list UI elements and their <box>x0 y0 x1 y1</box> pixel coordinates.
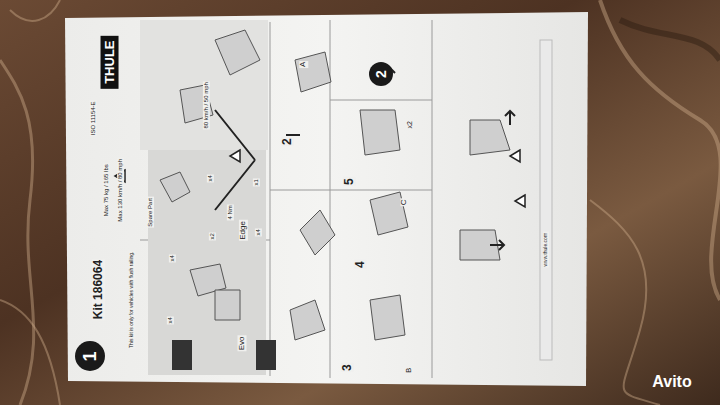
sheet-text: Edge <box>239 220 248 241</box>
step-number: 2 <box>373 70 389 78</box>
sheet-text: ISO 11154-E <box>90 100 97 136</box>
sheet-text: x4 <box>169 254 176 262</box>
foot-illustrations <box>160 30 510 340</box>
sheet-text: x2 <box>209 232 216 240</box>
sheet-text: 80 km/h / 50 mph <box>203 81 210 129</box>
sheet-text: 2 <box>280 138 293 147</box>
sheet-text: Spare Part <box>147 197 154 228</box>
sheet-text: Evo <box>238 335 247 351</box>
sheet-text: 4 <box>353 261 366 270</box>
sheet-text: x4 <box>167 316 174 324</box>
panel-dividers <box>140 20 432 378</box>
sheet-text: www.thule.com <box>543 232 549 268</box>
footer-strip <box>540 40 552 360</box>
sheet-text: C <box>401 198 410 206</box>
step-number-circle: 1 <box>75 341 105 371</box>
watermark: Avito <box>651 373 692 391</box>
sheet-text: THULE <box>101 35 119 88</box>
parts-panel <box>140 20 276 375</box>
sheet-text: B <box>406 366 415 373</box>
sheet-text: A <box>300 60 309 67</box>
sheet-text: 4 Nm <box>227 204 234 220</box>
sheet-text: x4 <box>207 174 214 182</box>
sheet-text: x4 <box>255 228 262 236</box>
warning-triangles <box>115 150 525 207</box>
sheet-text: Max 130 km/h / 80 mph <box>117 158 124 223</box>
direction-arrows <box>215 68 515 250</box>
step-number-circle: 2 <box>369 62 393 86</box>
sheet-text: This kit is only for vehicles with flush… <box>129 251 135 349</box>
sheet-text: x2 <box>406 120 414 129</box>
sheet-text: Kit 186064 <box>92 259 105 320</box>
sheet-text: 3 <box>340 364 353 373</box>
sheet-text: x1 <box>253 178 260 186</box>
instruction-sheet <box>65 12 588 386</box>
sheet-text: 5 <box>342 178 355 187</box>
sheet-text: Max 75 kg / 165 lbs <box>103 163 110 217</box>
step-number: 1 <box>79 351 100 361</box>
